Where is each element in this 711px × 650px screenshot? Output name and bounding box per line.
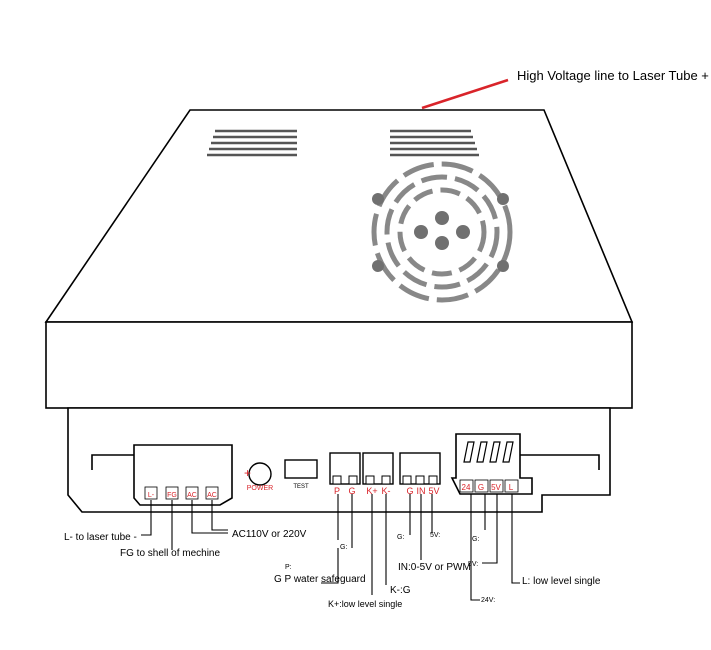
box-front (45, 321, 633, 409)
terminal-5v-2: 5V (491, 483, 501, 492)
callout-5v-2: 5V: (468, 561, 478, 568)
callout-l-minus: L- to laser tube - (64, 532, 137, 543)
callout-l: L: low level single (522, 576, 601, 587)
terminal-g-1: G (348, 486, 355, 496)
fan-grill (371, 161, 513, 303)
terminal-fg: FG (167, 492, 177, 499)
terminal-p: P (334, 486, 340, 496)
callout-g3: G: (472, 536, 479, 543)
k-connector: K+ K- (362, 452, 394, 496)
terminal-k-plus: K+ (366, 486, 377, 496)
terminal-g-2: G (406, 486, 413, 496)
pg-connector: P G (329, 452, 361, 496)
box-top (44, 109, 634, 323)
terminal-ac-1: AC (187, 492, 197, 499)
vent-right (390, 129, 479, 157)
callout-in: IN:0-5V or PWM (398, 562, 471, 573)
leader-lines (141, 494, 520, 601)
ac-terminal-labels: L- FG AC AC (144, 486, 219, 500)
test-label: TEST (293, 484, 309, 490)
terminal-24: 24 (462, 483, 471, 492)
base-lip-right (520, 454, 600, 470)
callout-p: P: (285, 564, 292, 571)
terminal-5v: 5V (428, 486, 439, 496)
callout-g2: G: (397, 534, 404, 541)
terminal-in: IN (417, 486, 426, 496)
callout-k-minus: K-:G (390, 585, 411, 596)
callout-ac: AC110V or 220V (232, 529, 307, 540)
base-lip-left (91, 454, 135, 470)
callout-gp-water: G P water safeguard (274, 574, 366, 585)
callout-5v: 5V: (430, 532, 440, 539)
callout-24v: 24V: (481, 597, 495, 604)
power-label: POWER (247, 485, 273, 492)
callout-k-plus: K+:low level single (328, 599, 402, 609)
hv-line (421, 78, 509, 110)
power-switch (248, 462, 272, 486)
test-button (284, 459, 318, 479)
callout-g1: G: (340, 544, 347, 551)
fan-holes (372, 193, 509, 272)
power-plus-sign: + (244, 466, 251, 480)
terminal-ac-2: AC (207, 492, 217, 499)
terminal-k-minus: K- (382, 486, 391, 496)
callout-fg: FG to shell of mechine (120, 548, 220, 559)
g-in-5v-connector: G IN 5V (399, 452, 441, 496)
terminal-g-3: G (478, 483, 484, 492)
right-terminal-block: 24 G 5V L (450, 433, 533, 495)
ac-terminal-block (133, 444, 233, 506)
vent-left (207, 129, 297, 157)
terminal-l: L (509, 483, 514, 492)
terminal-l-minus: L- (148, 492, 155, 499)
hv-callout: High Voltage line to Laser Tube + (517, 68, 709, 83)
